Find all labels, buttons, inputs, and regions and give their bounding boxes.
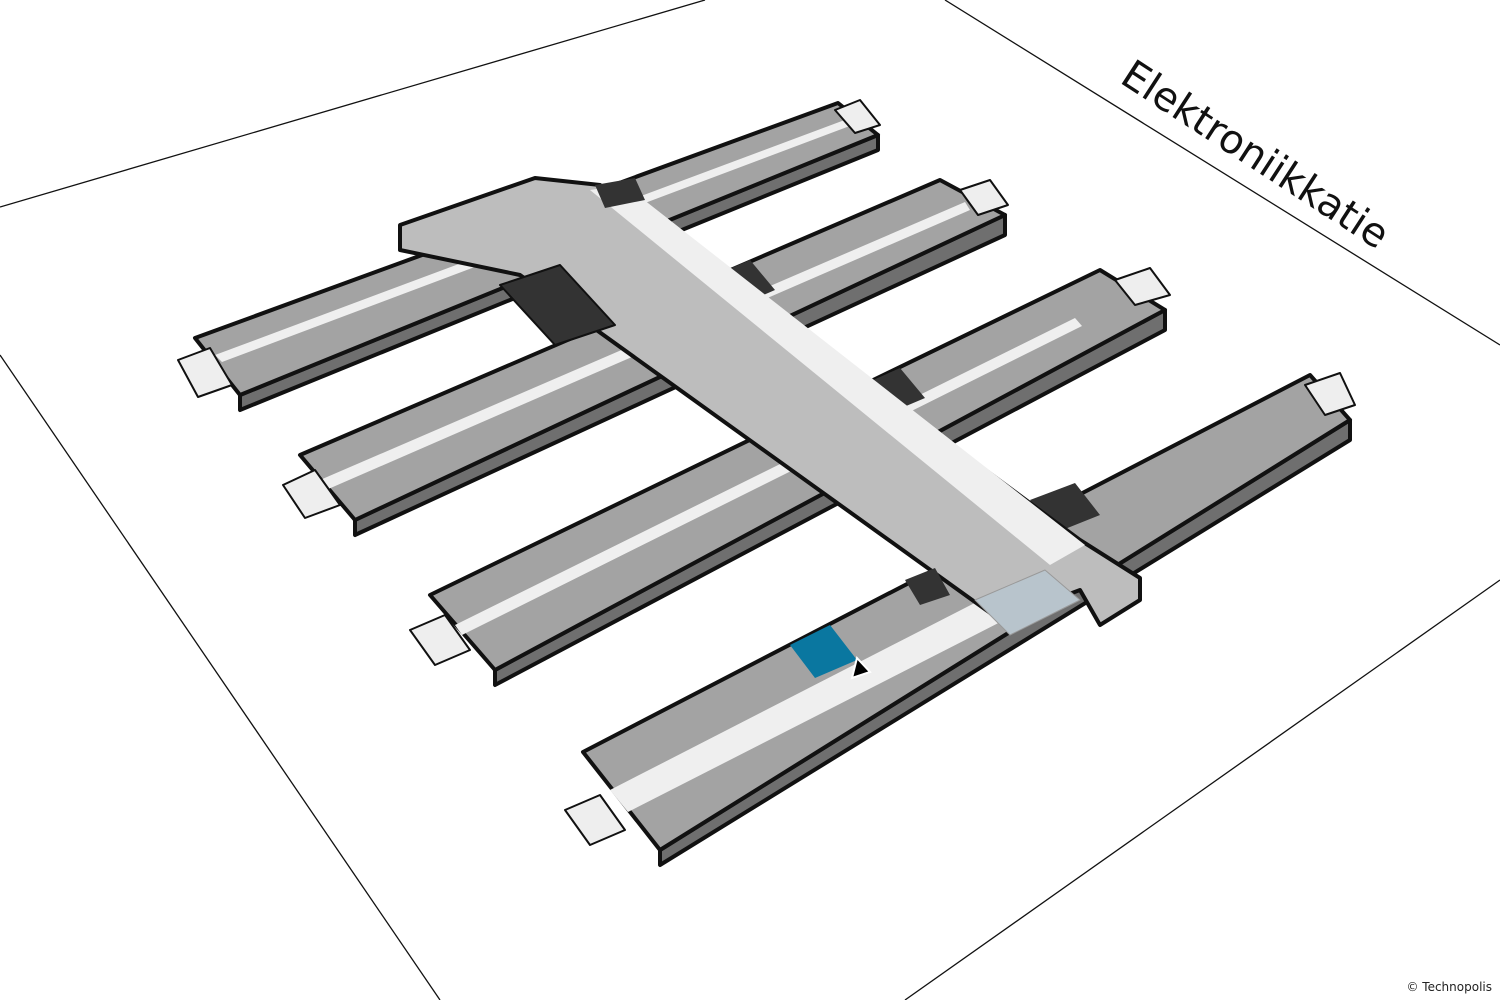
selected-room[interactable] <box>790 625 857 678</box>
copyright-text: © Technopolis <box>1406 980 1492 994</box>
location-pointer-icon <box>850 655 872 680</box>
wing-4[interactable] <box>564 372 1356 867</box>
central-spine[interactable] <box>398 176 1142 636</box>
